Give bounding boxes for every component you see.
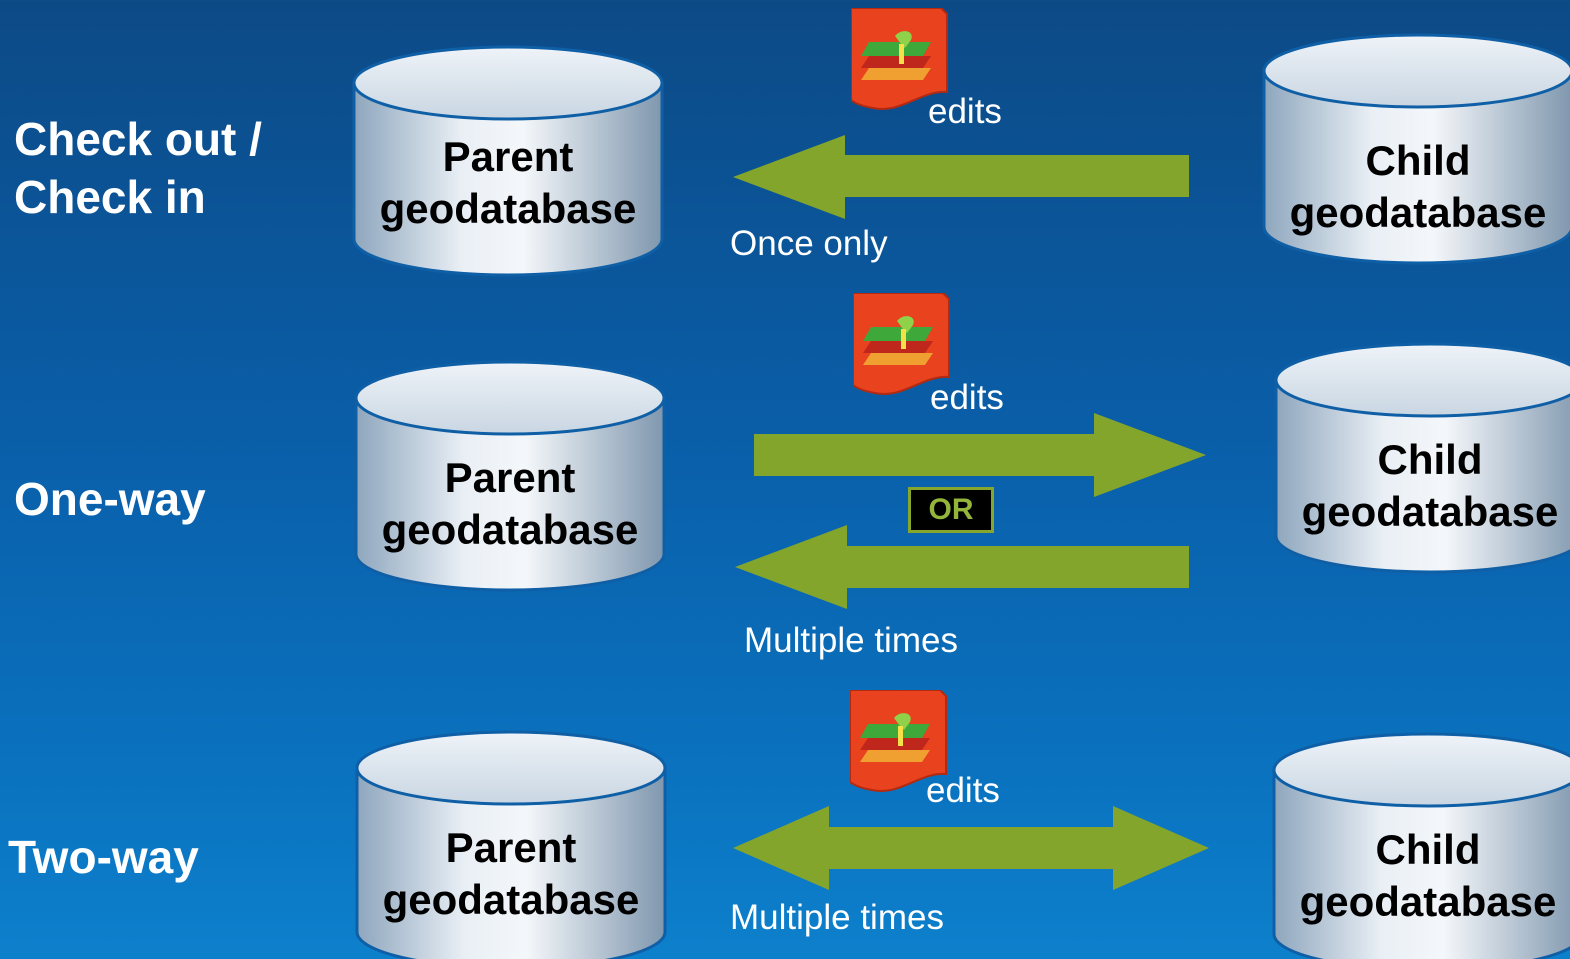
edits-label: edits — [928, 92, 1002, 131]
arrow-child-to-parent — [735, 525, 1189, 609]
child-geodatabase-cylinder: Child geodatabase — [1272, 732, 1570, 959]
edits-label: edits — [926, 771, 1000, 810]
database-icon — [354, 360, 666, 592]
row-label-two-way: Two-way — [8, 831, 199, 883]
edits-layer-icon — [850, 690, 947, 792]
edits-layer-icon — [851, 8, 948, 110]
parent-label: Parent geodatabase — [382, 824, 640, 923]
frequency-label: Once only — [730, 224, 888, 263]
database-icon — [1262, 33, 1570, 265]
edits-label: edits — [930, 378, 1004, 417]
database-icon — [352, 45, 664, 277]
arrow-child-to-parent — [733, 135, 1189, 219]
frequency-label: Multiple times — [744, 621, 958, 660]
parent-geodatabase-cylinder: Parent geodatabase — [354, 360, 666, 592]
row-label-one-way: One-way — [14, 473, 206, 525]
child-geodatabase-cylinder: Child geodatabase — [1274, 342, 1570, 574]
parent-label: Parent geodatabase — [379, 133, 637, 232]
edits-layer-icon — [853, 293, 950, 395]
database-icon — [1274, 342, 1570, 574]
arrow-parent-to-child — [754, 413, 1206, 497]
child-geodatabase-cylinder: Child geodatabase — [1262, 33, 1570, 265]
database-icon — [355, 730, 667, 959]
parent-geodatabase-cylinder: Parent geodatabase — [352, 45, 664, 277]
frequency-label: Multiple times — [730, 898, 944, 937]
or-badge: OR — [908, 487, 994, 533]
row-label-checkout: Check out / Check in — [14, 113, 262, 223]
parent-label: Parent geodatabase — [381, 454, 639, 553]
child-label: Child geodatabase — [1301, 436, 1559, 535]
child-label: Child geodatabase — [1299, 826, 1557, 925]
database-icon — [1272, 732, 1570, 959]
arrow-bidirectional — [733, 806, 1209, 890]
parent-geodatabase-cylinder: Parent geodatabase — [355, 730, 667, 959]
child-label: Child geodatabase — [1289, 137, 1547, 236]
